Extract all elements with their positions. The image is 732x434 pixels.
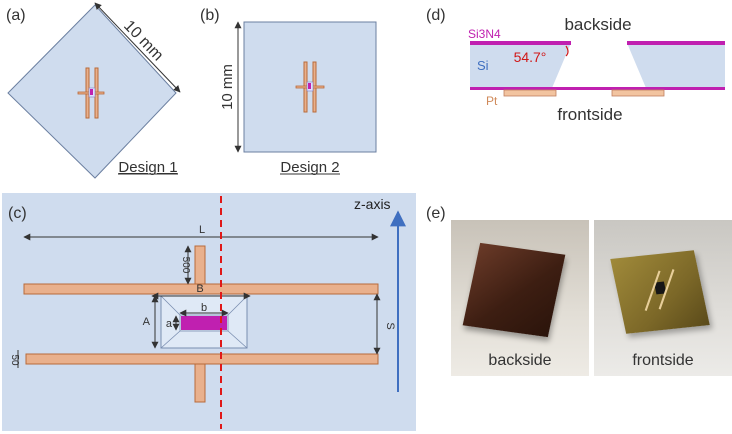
electrode-bottom [25, 353, 379, 365]
dimension-label-S: S [384, 322, 396, 329]
chip-photo-backside [462, 242, 566, 338]
panel-d-tag: (d) [426, 7, 446, 24]
dimension-label-A: A [143, 316, 151, 328]
heater-structure-a [77, 67, 105, 119]
panel-b-tag: (b) [200, 7, 220, 24]
z-axis-label: z-axis [354, 196, 391, 212]
pyramid-edge-3 [160, 330, 181, 349]
label-si: Si [477, 58, 489, 73]
si-block-right [627, 43, 725, 88]
dimension-label-L: L [199, 224, 205, 236]
dimension-label-50: 50 [9, 354, 20, 366]
dimension-label-B: B [196, 283, 203, 295]
pt-pad-right [611, 89, 665, 97]
dimension-label-500: 500 [180, 257, 191, 274]
angle-arc [565, 45, 569, 57]
nitride-top-left [470, 41, 571, 45]
panel-c: (c) z-axis L 500 B b A a [2, 193, 416, 431]
panel-c-tag: (c) [8, 205, 27, 222]
dimension-label-a: a [166, 318, 173, 330]
pyramid-edge-4 [227, 330, 248, 349]
label-si3n4: Si3N4 [468, 27, 501, 41]
contact-lead-bottom [194, 363, 206, 403]
label-angle: 54.7° [514, 49, 547, 65]
photo-frontside-caption: frontside [632, 352, 694, 369]
chip-photo-frontside [610, 250, 710, 334]
label-backside: backside [564, 15, 631, 34]
dimension-label-b: 10 mm [219, 64, 236, 110]
heater-structure-b [295, 61, 325, 113]
label-pt: Pt [486, 94, 498, 108]
panel-d: (d) Si3N4 backside 54.7° Si Pt frontside [426, 7, 725, 124]
si-block-left [470, 43, 571, 88]
panel-e-tag: (e) [426, 205, 446, 222]
nitride-membrane [470, 87, 725, 90]
contact-lead-top [194, 245, 206, 285]
photo-frontside: frontside [594, 220, 732, 376]
dimension-arrow-a [94, 2, 181, 93]
pt-pad-left [503, 89, 557, 97]
label-frontside: frontside [557, 105, 622, 124]
panel-a: (a) 10 mm Design 1 [6, 2, 181, 179]
caption-design-2: Design 2 [280, 159, 339, 176]
photo-backside: backside [451, 220, 589, 376]
panel-b: (b) 10 mm Design 2 [200, 7, 377, 176]
nitride-top-right [627, 41, 725, 45]
caption-design-1: Design 1 [118, 159, 177, 176]
panel-a-tag: (a) [6, 7, 26, 24]
heater-strip [181, 316, 227, 330]
dimension-label-b: b [201, 302, 207, 314]
photo-backside-caption: backside [488, 352, 552, 369]
